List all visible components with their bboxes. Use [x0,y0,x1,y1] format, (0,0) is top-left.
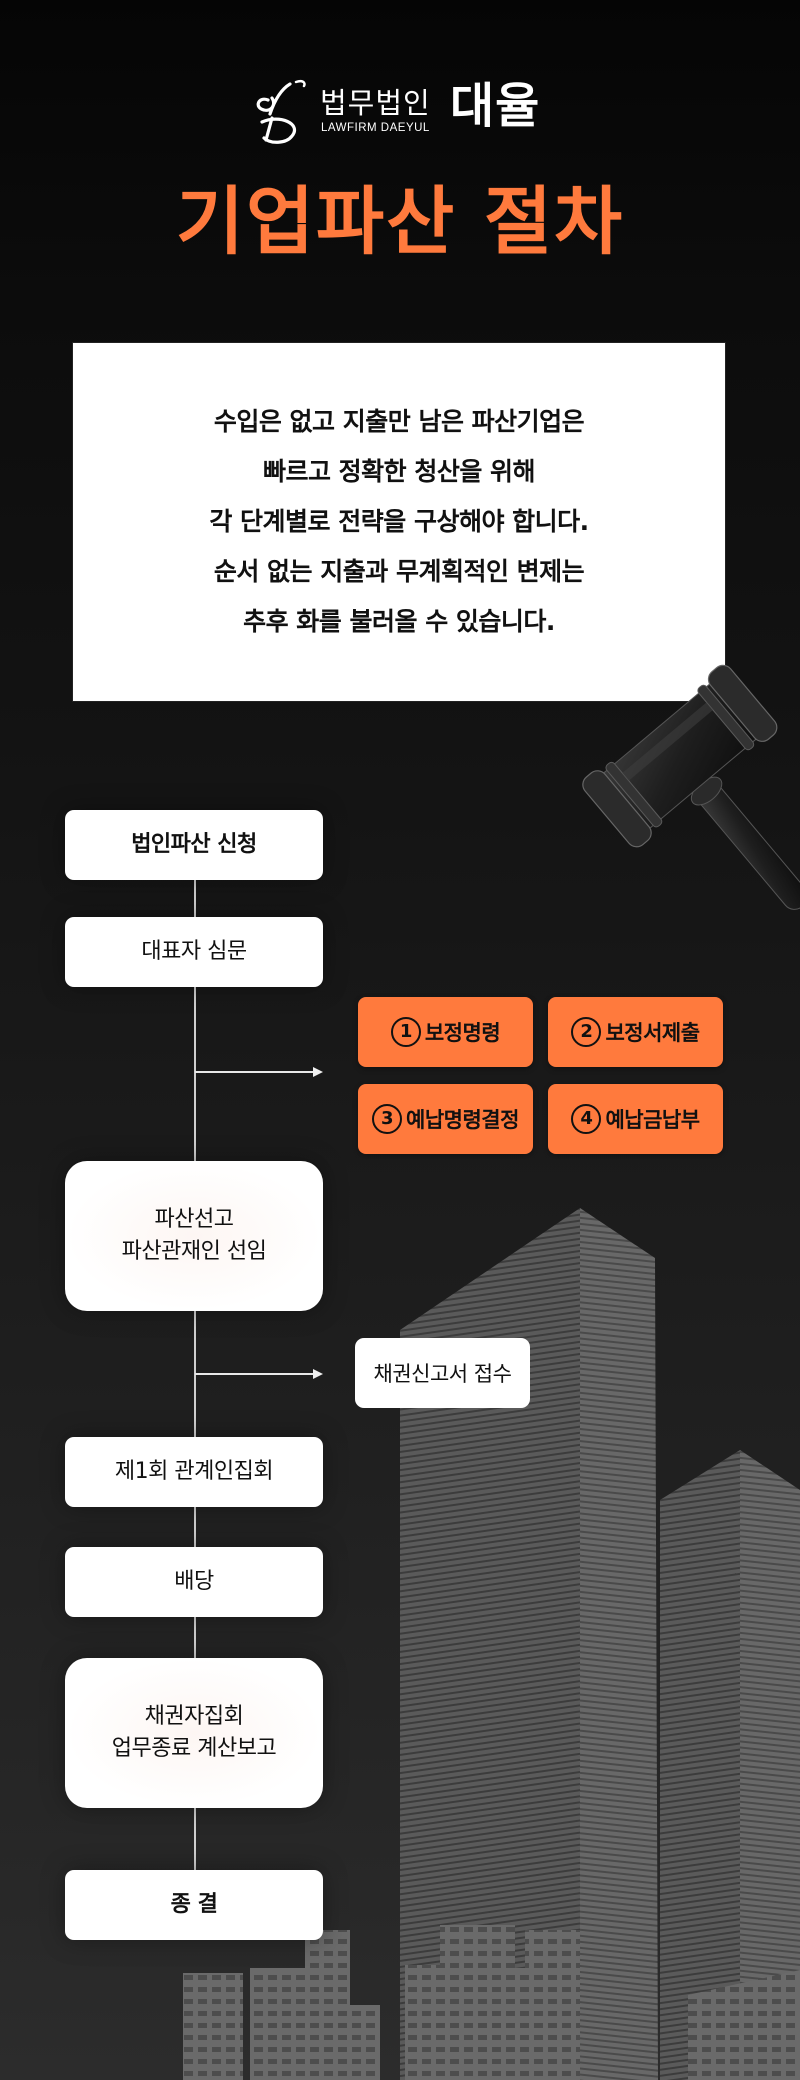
city-buildings-image [183,1208,800,2080]
branch-arrow-line [195,1373,313,1375]
step-label-line2: 파산관재인 선임 [121,1239,267,1264]
number-circle-icon: 1 [390,1017,421,1047]
logo-kr-label: 법무법인 [320,86,431,120]
step-label-line2: 업무종료 계산보고 [111,1736,277,1761]
step-label: 대표자 심문 [141,939,247,964]
page-title: 기업파산 절차 [175,179,625,265]
step-closure: 종 결 [65,1870,323,1940]
intro-line: 순서 없는 지출과 무계획적인 변제는 [213,557,585,586]
sub-step-deposit-payment: 4 예납금납부 [548,1084,723,1154]
flow-line [194,880,196,1870]
step-distribution: 배당 [65,1547,323,1617]
number-circle-icon: 4 [571,1104,602,1134]
step-label-line1: 채권자집회 [144,1704,244,1729]
sub-step-correction-order: 1 보정명령 [358,997,533,1067]
sub-step-label: 보정명령 [424,1021,501,1045]
sub-step-label: 보정서제출 [605,1021,700,1045]
firm-logo: 법무법인 LAWFIRM DAEYUL 대율 [250,76,550,148]
step-bankruptcy-filing: 법인파산 신청 [65,810,323,880]
logo-firm-name: 대율 [450,78,541,134]
branch-arrow-line [195,1071,313,1073]
step-label: 배당 [174,1569,214,1594]
side-step-claim-report: 채권신고서 접수 [355,1338,530,1408]
step-bankruptcy-declaration: 파산선고 파산관재인 선임 [65,1161,323,1311]
intro-line: 수입은 없고 지출만 남은 파산기업은 [213,407,585,436]
intro-card: 수입은 없고 지출만 남은 파산기업은 빠르고 정확한 청산을 위해 각 단계별… [72,342,726,702]
side-step-label: 채권신고서 접수 [373,1362,512,1386]
step-ceo-hearing: 대표자 심문 [65,917,323,987]
step-label: 제1회 관계인집회 [114,1459,274,1484]
number-circle-icon: 2 [571,1017,602,1047]
gavel-image [582,664,800,910]
arrow-right-icon [313,1369,323,1379]
step-label-line1: 파산선고 [154,1207,234,1232]
intro-line: 추후 화를 불러올 수 있습니다. [243,607,555,636]
number-circle-icon: 3 [372,1104,403,1134]
step-label: 종 결 [170,1892,218,1917]
intro-line: 각 단계별로 전략을 구상해야 합니다. [209,507,589,536]
monogram-logo-icon [256,79,306,144]
sub-step-label: 예납금납부 [605,1108,700,1132]
logo-en-label: LAWFIRM DAEYUL [321,122,430,134]
sub-step-correction-submission: 2 보정서제출 [548,997,723,1067]
sub-step-label: 예납명령결정 [406,1108,519,1132]
sub-step-deposit-order: 3 예납명령결정 [358,1084,533,1154]
step-creditors-meeting-final-report: 채권자집회 업무종료 계산보고 [65,1658,323,1808]
step-first-creditors-meeting: 제1회 관계인집회 [65,1437,323,1507]
arrow-right-icon [313,1067,323,1077]
step-label: 법인파산 신청 [131,832,257,857]
intro-line: 빠르고 정확한 청산을 위해 [262,457,536,486]
